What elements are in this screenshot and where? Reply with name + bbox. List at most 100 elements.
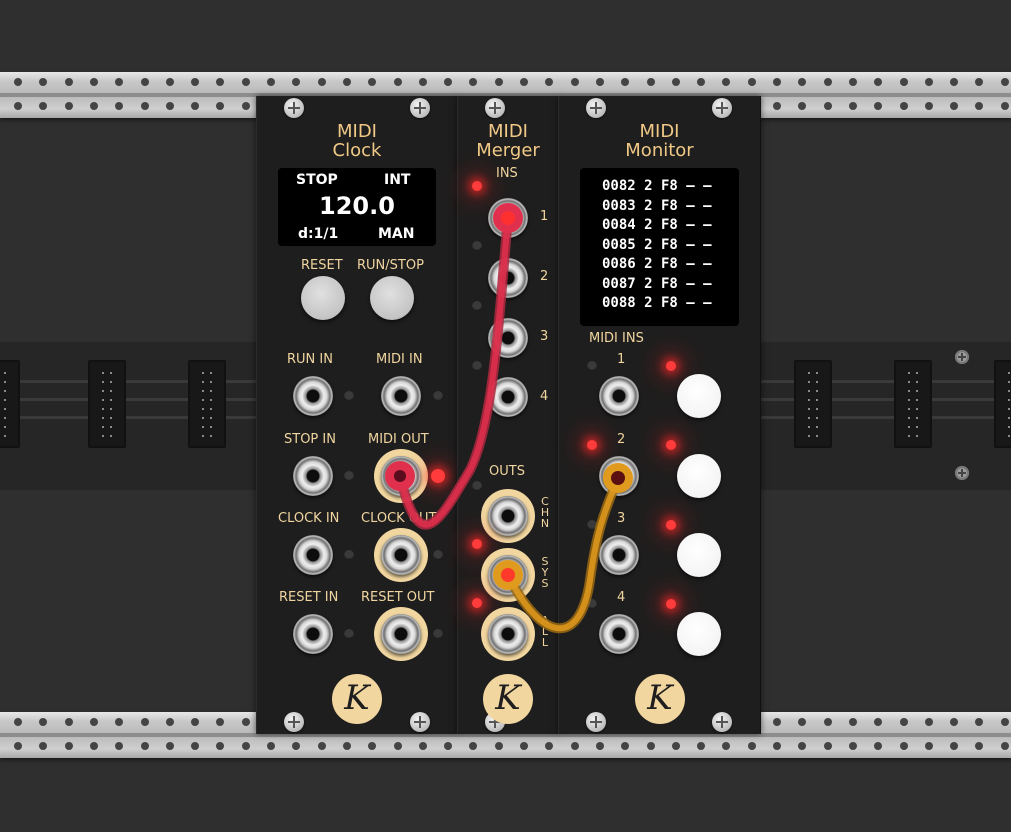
stop-in-led [344, 471, 354, 481]
rail-hole-icon [140, 742, 149, 750]
reset-button[interactable] [301, 276, 345, 320]
midi-out-label: MIDI OUT [368, 432, 429, 447]
monitor-in2-jack[interactable] [599, 456, 639, 496]
mon-in4-label: 4 [617, 590, 626, 605]
ribbon-cable [760, 416, 1011, 419]
brand-logo-icon: K [635, 674, 685, 724]
rail-hole-icon [494, 742, 503, 750]
background-screw-icon [955, 466, 969, 480]
midi-clock-module: MIDI Clock STOP INT 120.0 d:1/1 MAN RESE… [256, 96, 458, 734]
mon-in2-led [587, 440, 597, 450]
rail-hole-icon [874, 102, 883, 110]
in2-label: 2 [540, 269, 549, 284]
clock-out-jack[interactable] [381, 535, 421, 575]
ribbon-cable [760, 380, 1011, 383]
monitor-in1-toggle-button[interactable] [677, 374, 721, 418]
rail-hole-icon [317, 78, 326, 86]
rail-hole-icon [14, 102, 22, 110]
monitor-in2-toggle-button[interactable] [677, 454, 721, 498]
rail-hole-icon [646, 742, 655, 750]
rail-hole-icon [14, 718, 22, 726]
rail-hole-icon [165, 742, 174, 750]
reset-out-jack[interactable] [381, 614, 421, 654]
monitor-in1-jack[interactable] [599, 376, 639, 416]
merger-chn-out-jack[interactable] [488, 496, 528, 536]
reset-in-jack[interactable] [293, 614, 333, 654]
rail-hole-icon [1000, 78, 1009, 86]
rail-hole-icon [191, 102, 200, 110]
merger-all-out-jack[interactable] [488, 614, 528, 654]
rail-hole-icon [342, 742, 351, 750]
midi-out-jack[interactable] [381, 456, 421, 496]
ins-label: INS [496, 166, 518, 181]
merger-in3-jack[interactable] [488, 318, 528, 358]
rail-hole-icon [899, 742, 908, 750]
mon-in3-label: 3 [617, 511, 626, 526]
screw-icon [586, 98, 606, 118]
rail-hole-icon [89, 742, 98, 750]
screw-icon [410, 712, 430, 732]
run-in-jack[interactable] [293, 376, 333, 416]
rail-hole-icon [950, 742, 959, 750]
rail-hole-icon [595, 742, 604, 750]
rail-hole-icon [848, 78, 857, 86]
clock-out-led [433, 550, 443, 560]
rail-hole-icon [924, 78, 933, 86]
midi-ins-label: MIDI INS [589, 331, 644, 346]
screw-icon [410, 98, 430, 118]
midi-in-jack[interactable] [381, 376, 421, 416]
rail-hole-icon [570, 78, 579, 86]
clock-in-jack[interactable] [293, 535, 333, 575]
rail-hole-icon [140, 78, 149, 86]
monitor-line: 0083 2 F8 – – [602, 198, 712, 214]
ribbon-cable [0, 380, 256, 383]
clock-out-label: CLOCK OUT [361, 511, 437, 526]
merger-in2-jack[interactable] [488, 258, 528, 298]
ribbon-cable [0, 416, 256, 419]
monitor-in4-toggle-button[interactable] [677, 612, 721, 656]
division-text: d:1/1 [298, 226, 339, 242]
midi-monitor-module: MIDI Monitor 0082 2 F8 – – 0083 2 F8 – –… [558, 96, 761, 734]
clock-in-led [344, 550, 354, 560]
merger-in1-jack[interactable] [488, 198, 528, 238]
monitor-line: 0086 2 F8 – – [602, 256, 712, 272]
screw-icon [485, 98, 505, 118]
monitor-display: 0082 2 F8 – – 0083 2 F8 – – 0084 2 F8 – … [580, 168, 739, 326]
monitor-in3-jack[interactable] [599, 535, 639, 575]
rail-hole-icon [216, 742, 225, 750]
monitor-in3-toggle-button[interactable] [677, 533, 721, 577]
rail-hole-icon [975, 102, 984, 110]
rail-hole-icon [89, 102, 98, 110]
monitor-in4-jack[interactable] [599, 614, 639, 654]
merger-sys-out-jack[interactable] [488, 555, 528, 595]
merger-in4-jack[interactable] [488, 377, 528, 417]
reset-out-led [433, 629, 443, 639]
run-stop-button[interactable] [370, 276, 414, 320]
rail-hole-icon [393, 742, 402, 750]
rail-hole-icon [444, 742, 453, 750]
rail-hole-icon [874, 718, 883, 726]
rail-hole-icon [115, 742, 124, 750]
rail-hole-icon [267, 78, 275, 86]
clock-display: STOP INT 120.0 d:1/1 MAN [278, 168, 436, 246]
module-title: MIDI Merger [458, 122, 558, 160]
midi-in-led [433, 391, 443, 401]
rail-hole-icon [1000, 102, 1009, 110]
ribbon-cable [0, 398, 256, 401]
stop-in-jack[interactable] [293, 456, 333, 496]
rail-hole-icon [444, 78, 453, 86]
rail-hole-icon [1000, 718, 1009, 726]
in4-label: 4 [540, 389, 549, 404]
rail-hole-icon [924, 718, 933, 726]
rail-hole-icon [418, 78, 427, 86]
rail-hole-icon [216, 102, 225, 110]
mon-in2-label: 2 [617, 432, 626, 447]
rail-hole-icon [39, 102, 48, 110]
rail-hole-icon [848, 718, 857, 726]
rail-hole-icon [874, 742, 883, 750]
mon-in1-activity-led [666, 361, 676, 371]
rail-hole-icon [64, 718, 73, 726]
rail-hole-icon [165, 718, 174, 726]
reset-out-label: RESET OUT [361, 590, 435, 605]
